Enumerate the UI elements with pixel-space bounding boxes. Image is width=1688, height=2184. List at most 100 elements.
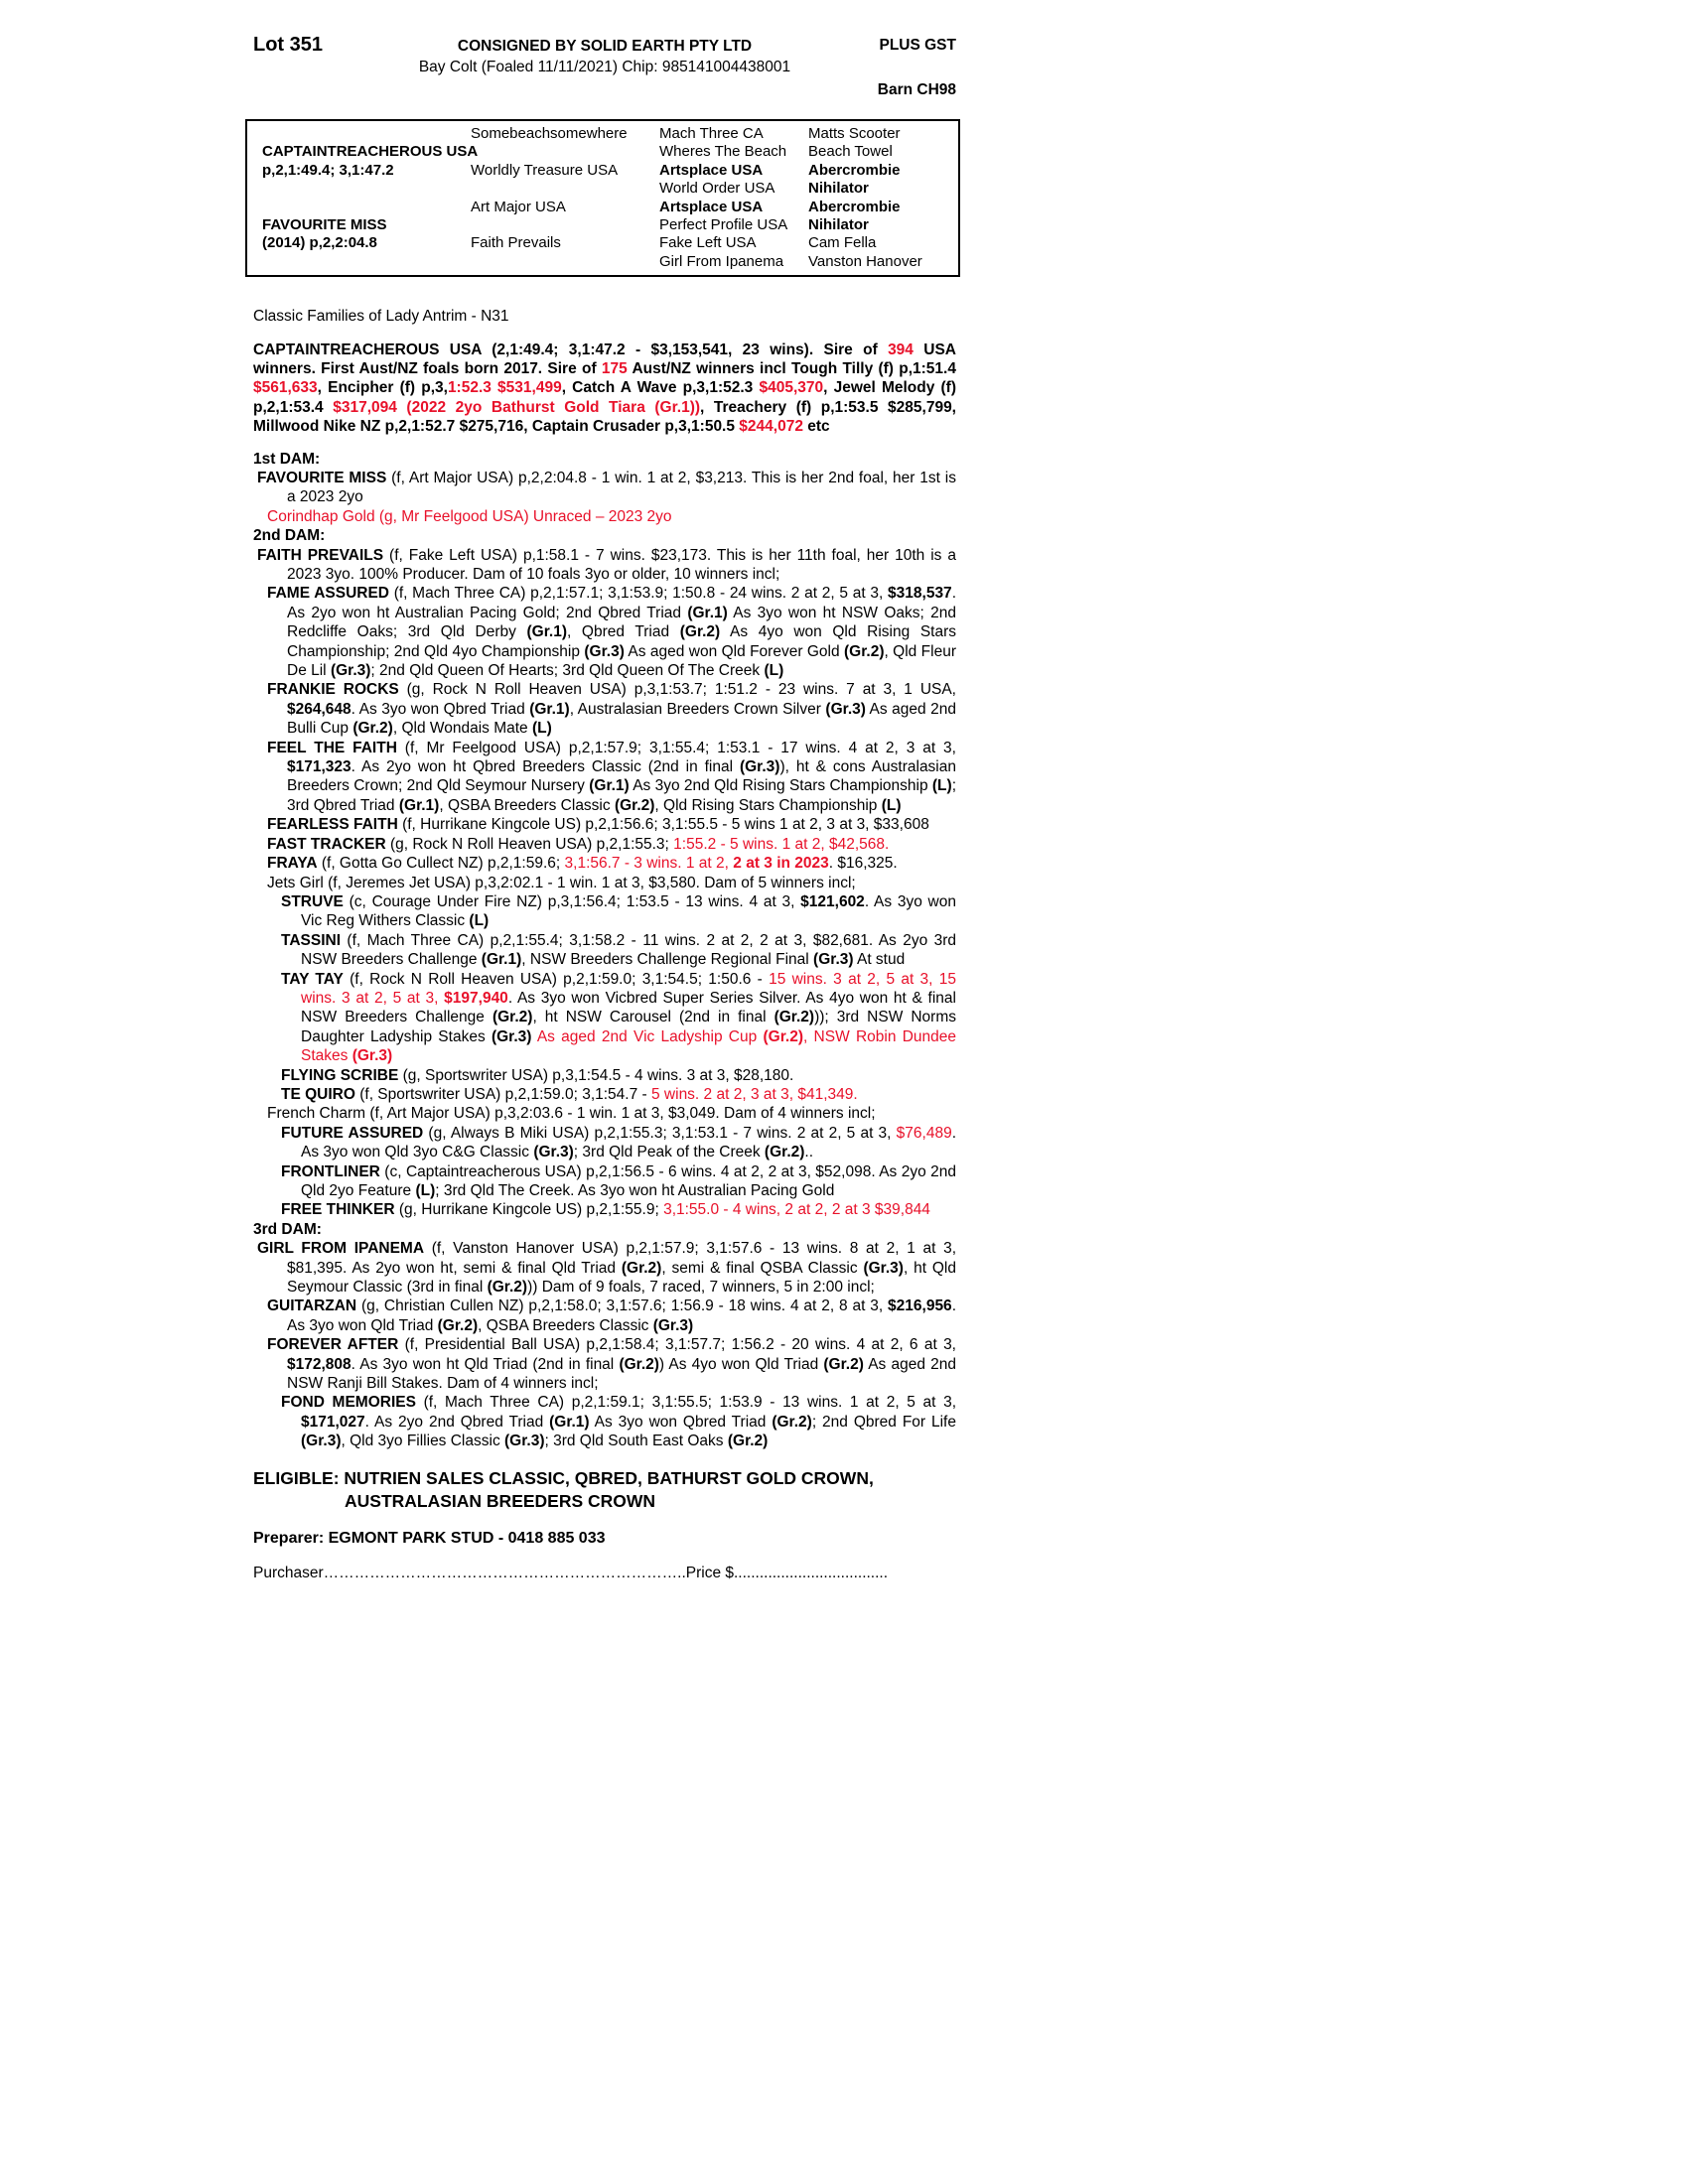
pedigree-cell: Vanston Hanover: [808, 252, 922, 270]
text-run: (L): [415, 1182, 436, 1199]
text-run: , Qld Wondais Mate: [392, 720, 532, 738]
pedigree-cell: Nihilator: [808, 215, 869, 233]
frontliner: FRONTLINER (c, Captaintreacherous USA) p…: [253, 1162, 956, 1201]
text-run: As 3yo won ht NSW Oaks; 2nd Redcliffe Oa…: [287, 604, 956, 641]
text-run: $121,602: [800, 892, 865, 910]
text-run: (Gr.2): [727, 1433, 769, 1450]
text-run: (Gr.1): [398, 796, 440, 814]
text-run: 2 at 3 in 2023: [733, 855, 829, 873]
text-run: STRUVE: [281, 892, 344, 910]
text-run: (Gr.3): [825, 700, 866, 718]
text-run: At stud: [853, 951, 906, 969]
text-run: 394: [888, 341, 914, 358]
text-run: . As 2yo won ht Australian Pacing Gold; …: [287, 585, 956, 621]
french-charm: French Charm (f, Art Major USA) p,3,2:03…: [253, 1104, 956, 1123]
text-run: (Gr.1): [687, 604, 728, 621]
text-run: , NSW Robin Dundee Stakes: [301, 1027, 956, 1065]
text-run: , Australasian Breeders Crown Silver: [569, 700, 826, 718]
text-run: , Qld Fleur De Lil: [287, 642, 956, 680]
sire-summary: CAPTAINTREACHEROUS USA (2,1:49.4; 3,1:47…: [253, 341, 956, 437]
pedigree-cell: CAPTAINTREACHEROUS USA: [262, 143, 479, 161]
text-run: (Gr.2): [437, 1316, 479, 1334]
text-run: ; 2nd Qbred For Life: [811, 1413, 956, 1431]
fame-assured: FAME ASSURED (f, Mach Three CA) p,2,1:57…: [253, 584, 956, 680]
text-run: FOND MEMORIES: [281, 1394, 416, 1412]
free-thinker: FREE THINKER (g, Hurrikane Kingcole US) …: [253, 1200, 956, 1219]
pedigree-cell: Matts Scooter: [808, 125, 901, 142]
fraya: FRAYA (f, Gotta Go Cullect NZ) p,2,1:59.…: [253, 854, 956, 873]
text-run: (Gr.2): [763, 1027, 803, 1045]
jets-girl: Jets Girl (f, Jeremes Jet USA) p,3,2:02.…: [253, 874, 956, 892]
text-run: $216,956: [888, 1297, 952, 1315]
text-run: (g, Hurrikane Kingcole US) p,2,1:55.9;: [394, 1201, 664, 1219]
flying-scribe: FLYING SCRIBE (g, Sportswriter USA) p,3,…: [253, 1066, 956, 1085]
text-run: (Gr.3): [352, 1047, 393, 1065]
text-run: As 4yo won Qld Rising Stars Championship…: [287, 623, 956, 660]
pedigree-cell: [471, 180, 659, 198]
text-run: (Gr.2): [764, 1144, 805, 1161]
text-run: (Gr.3): [863, 1259, 904, 1277]
text-run: (L): [531, 720, 552, 738]
text-run: , Catch A Wave p,3,1:52.3: [561, 379, 760, 397]
text-run: $76,489: [896, 1124, 952, 1142]
text-run: ) As 4yo won Qld Triad: [658, 1355, 824, 1373]
text-run: (f, Fake Left USA) p,1:58.1 - 7 wins. $2…: [287, 546, 956, 583]
text-run: GUITARZAN: [267, 1297, 357, 1315]
text-run: (f, Hurrikane Kingcole US) p,2,1:56.6; 3…: [397, 816, 929, 834]
text-run: FRANKIE ROCKS: [267, 681, 399, 699]
text-run: 3rd DAM:: [253, 1220, 322, 1238]
pedigree-cell: [471, 253, 659, 271]
text-run: TASSINI: [281, 931, 341, 949]
text-run: (g, Rock N Roll Heaven USA) p,3,1:53.7; …: [398, 681, 956, 699]
text-run: FAME ASSURED: [267, 585, 389, 603]
text-run: FAST TRACKER: [267, 835, 386, 853]
text-run: $317,094 (2022 2yo Bathurst Gold Tiara (…: [333, 398, 701, 416]
fearless-faith: FEARLESS FAITH (f, Hurrikane Kingcole US…: [253, 815, 956, 834]
pedigree-cell: Abercrombie: [808, 161, 901, 179]
text-run: 5 wins. 2 at 2, 3 at 3, $41,349.: [651, 1085, 858, 1103]
text-run: , ht NSW Carousel (2nd in final: [532, 1009, 774, 1026]
text-run: (f, Mach Three CA) p,2,1:59.1; 3,1:55.5;…: [415, 1394, 956, 1412]
text-run: USA winners. First Aust/NZ foals born 20…: [253, 341, 956, 377]
text-run: . As 3yo won Qld Triad: [287, 1297, 956, 1334]
text-run: (L): [469, 912, 490, 930]
text-run: , semi & final QSBA Classic: [661, 1259, 864, 1277]
text-run: (Gr.3): [584, 642, 625, 660]
pedigree-cell: Wheres The Beach: [659, 143, 787, 161]
text-run: ; 3rd Qld Peak of the Creek: [573, 1144, 765, 1161]
pedigree-cell: Cam Fella: [808, 234, 877, 252]
text-run: FAVOURITE MISS: [257, 469, 387, 486]
text-run: TAY TAY: [281, 970, 344, 988]
text-run: , Encipher (f) p,3,: [317, 379, 448, 397]
text-run: . As 3yo won Qbred Triad: [351, 700, 530, 718]
text-run: FREE THINKER: [281, 1201, 395, 1219]
girl-from-ipanema: GIRL FROM IPANEMA (f, Vanston Hanover US…: [253, 1239, 956, 1297]
text-run: French Charm (f, Art Major USA) p,3,2:03…: [267, 1105, 876, 1123]
text-run: FOREVER AFTER: [267, 1336, 399, 1354]
text-run: (g, Christian Cullen NZ) p,2,1:58.0; 3,1…: [356, 1297, 889, 1315]
text-run: . $16,325.: [828, 855, 898, 873]
text-run: As 3yo 2nd Qld Rising Stars Championship: [629, 777, 932, 795]
preparer-line: Preparer: EGMONT PARK STUD - 0418 885 03…: [253, 1529, 956, 1548]
text-run: 3,1:56.7 - 3 wins. 1 at 2,: [564, 855, 734, 873]
pedigree-cell: Girl From Ipanema: [659, 252, 784, 270]
text-run: FRONTLINER: [281, 1162, 380, 1180]
second-dam-heading: 2nd DAM:: [253, 526, 956, 545]
plus-gst-label: PLUS GST: [879, 37, 956, 54]
pedigree-cell: Nihilator: [808, 180, 869, 198]
text-run: (Gr.1): [481, 951, 522, 969]
text-run: , Qbred Triad: [567, 623, 680, 641]
frankie-rocks: FRANKIE ROCKS (g, Rock N Roll Heaven USA…: [253, 680, 956, 738]
text-run: $244,072: [739, 418, 803, 436]
text-run: $171,027: [301, 1413, 365, 1431]
lot-number: Lot 351: [253, 34, 324, 56]
text-run: $264,648: [287, 700, 352, 718]
text-run: , QSBA Breeders Classic: [478, 1316, 653, 1334]
pedigree-cell: [471, 143, 659, 161]
text-run: etc: [802, 418, 830, 436]
text-run: 175: [601, 359, 628, 377]
catalog-page: Lot 351 PLUS GST CONSIGNED BY SOLID EART…: [245, 34, 960, 1583]
pedigree-cell: FAVOURITE MISS: [262, 215, 387, 233]
